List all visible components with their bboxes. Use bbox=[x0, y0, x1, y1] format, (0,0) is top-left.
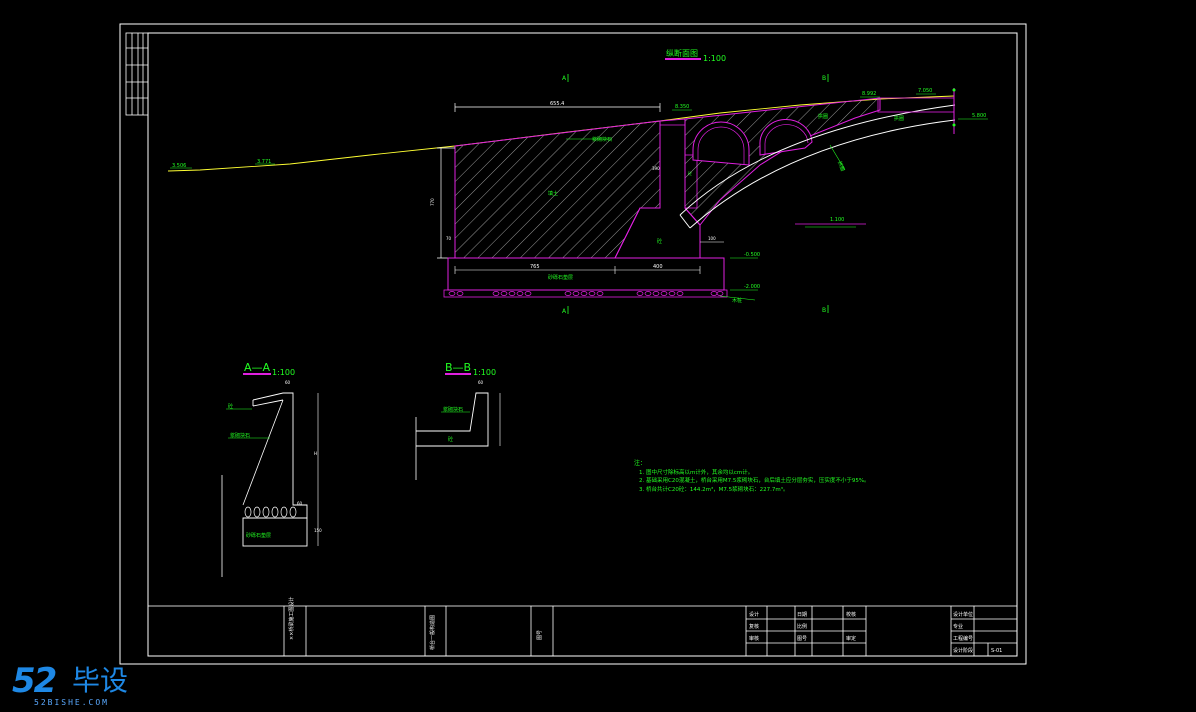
notes: 注： 1. 图中尺寸除标高以m计外，其余均以cm计。 2. 基础采用C20混凝土… bbox=[634, 459, 870, 493]
aa-dim-h: H bbox=[314, 451, 317, 456]
tb-r2-2: 图号 bbox=[797, 636, 807, 642]
foundation-slab bbox=[447, 257, 725, 291]
bb-label-2: 砼 bbox=[448, 436, 453, 443]
tb-sheet: S-01 bbox=[991, 648, 1002, 654]
elev-water: 1.100 bbox=[830, 217, 844, 223]
section-bb: B—B 1:100 60 浆砌块石 砼 bbox=[415, 361, 501, 480]
pile-row bbox=[443, 289, 728, 298]
main-elevation: 纵断面图 1:100 A A B B 3.506 3.771 655.4 填土 … bbox=[167, 48, 988, 315]
section-mark-b-top: B bbox=[822, 75, 826, 82]
label-arch: 拱圈 bbox=[894, 115, 904, 122]
aa-title: A—A bbox=[244, 361, 271, 374]
label-arch-area: 拱圈 bbox=[818, 113, 828, 120]
bb-dim-top: 60 bbox=[478, 380, 484, 385]
dim-height-left: 770 bbox=[430, 198, 435, 206]
aa-scale: 1:100 bbox=[272, 368, 295, 377]
note-3: 3. 桥台共计C20砼：144.2m³，M7.5浆砌块石：227.7m³。 bbox=[639, 485, 788, 493]
section-aa: A—A 1:100 60 H 150 60 砼 浆砌块石 砂砾石垫层 bbox=[221, 361, 322, 577]
title-block-text: ××桥梁施工图设计 桥台一般构造图 图号 设计 复核 审核 日期 比例 图号 校… bbox=[288, 597, 1002, 654]
elev-found-top: -0.500 bbox=[744, 252, 760, 258]
dim-base-right: 400 bbox=[653, 264, 663, 270]
tb-r1-0: 设计 bbox=[749, 611, 759, 618]
tb-r3-0: 校核 bbox=[846, 611, 856, 618]
aa-label-1: 砼 bbox=[228, 403, 233, 410]
label-bedding: 砂砾石垫层 bbox=[548, 274, 573, 281]
note-1: 1. 图中尺寸除标高以m计外，其余均以cm计。 bbox=[639, 468, 753, 476]
tb-r2-1: 比例 bbox=[797, 623, 807, 630]
sheet-outer-border bbox=[119, 23, 1027, 665]
dim-step: 70 bbox=[446, 236, 452, 241]
main-arch-upper bbox=[679, 104, 956, 216]
tb-right-2: 工程编号 bbox=[953, 635, 973, 642]
tb-r1-2: 审核 bbox=[749, 635, 759, 642]
logo-chinese: 毕设 bbox=[72, 664, 129, 697]
main-arch-lower bbox=[689, 119, 956, 229]
section-mark-b-bot: B bbox=[822, 307, 826, 314]
tb-project: ××桥梁施工图设计 bbox=[288, 597, 295, 640]
site-logo: 52 毕设 52BISHE.COM bbox=[12, 662, 162, 710]
aa-dim-60: 60 bbox=[297, 501, 303, 506]
bb-label-1: 浆砌块石 bbox=[443, 406, 463, 413]
notes-title: 注： bbox=[634, 459, 646, 467]
elev-left-ground: 3.506 bbox=[172, 163, 186, 169]
label-piles: 木桩 bbox=[732, 297, 742, 304]
aa-label-bedding: 砂砾石垫层 bbox=[246, 532, 271, 539]
sheet-inner-border bbox=[147, 32, 1018, 657]
main-title: 纵断面图 bbox=[666, 48, 698, 58]
abutment-fill bbox=[454, 120, 661, 259]
elev-found-bot: -2.000 bbox=[744, 284, 760, 290]
label-masonry-top: 浆砌块石 bbox=[592, 136, 612, 143]
aa-dim-150: 150 bbox=[314, 528, 322, 533]
tb-r1-1: 复核 bbox=[749, 623, 759, 630]
logo-number: 52 bbox=[12, 661, 57, 701]
note-2: 2. 基础采用C20混凝土，桥台采用M7.5浆砌块石，台后填土应分层夯实，压实度… bbox=[639, 476, 870, 484]
tb-r2-0: 日期 bbox=[797, 612, 807, 618]
elev-left-ground2: 3.771 bbox=[257, 159, 271, 165]
elev-top-right1: 8.992 bbox=[862, 91, 876, 97]
tb-r3-1: 审定 bbox=[846, 635, 856, 642]
elev-top-mid: 8.350 bbox=[675, 104, 689, 110]
dim-wall: 390 bbox=[652, 166, 660, 171]
margin-strip bbox=[125, 32, 149, 116]
bb-scale: 1:100 bbox=[473, 368, 496, 377]
dim-base-left: 765 bbox=[530, 264, 540, 270]
dim-toe-right: 100 bbox=[708, 236, 716, 241]
elev-right-end: 5.800 bbox=[972, 113, 986, 119]
logo-domain: 52BISHE.COM bbox=[34, 698, 109, 707]
arch-opening-1 bbox=[692, 121, 750, 166]
tb-drawing-name: 桥台一般构造图 bbox=[429, 615, 436, 650]
label-concrete: 砼 bbox=[657, 238, 662, 245]
arch-radius: 拱圈 bbox=[836, 160, 846, 172]
section-mark-a-bot: A bbox=[562, 308, 567, 315]
tb-right-1: 专业 bbox=[953, 623, 963, 630]
section-mark-a-top: A bbox=[562, 75, 567, 82]
tb-right-0: 设计单位 bbox=[953, 611, 973, 618]
elev-top-right2: 7.050 bbox=[918, 88, 932, 94]
aa-dim-top: 60 bbox=[285, 380, 291, 385]
main-title-underline bbox=[665, 58, 701, 60]
tb-right-3: 设计阶段 bbox=[953, 647, 973, 654]
title-block bbox=[147, 605, 1018, 657]
dim-top-span: 655.4 bbox=[550, 101, 564, 107]
label-fill: 填土 bbox=[548, 190, 558, 197]
tb-col3: 图号 bbox=[537, 630, 543, 640]
aa-label-2: 浆砌块石 bbox=[230, 432, 250, 439]
pile-circles bbox=[448, 291, 724, 296]
bb-title: B—B bbox=[445, 361, 471, 374]
main-scale: 1:100 bbox=[703, 54, 726, 63]
